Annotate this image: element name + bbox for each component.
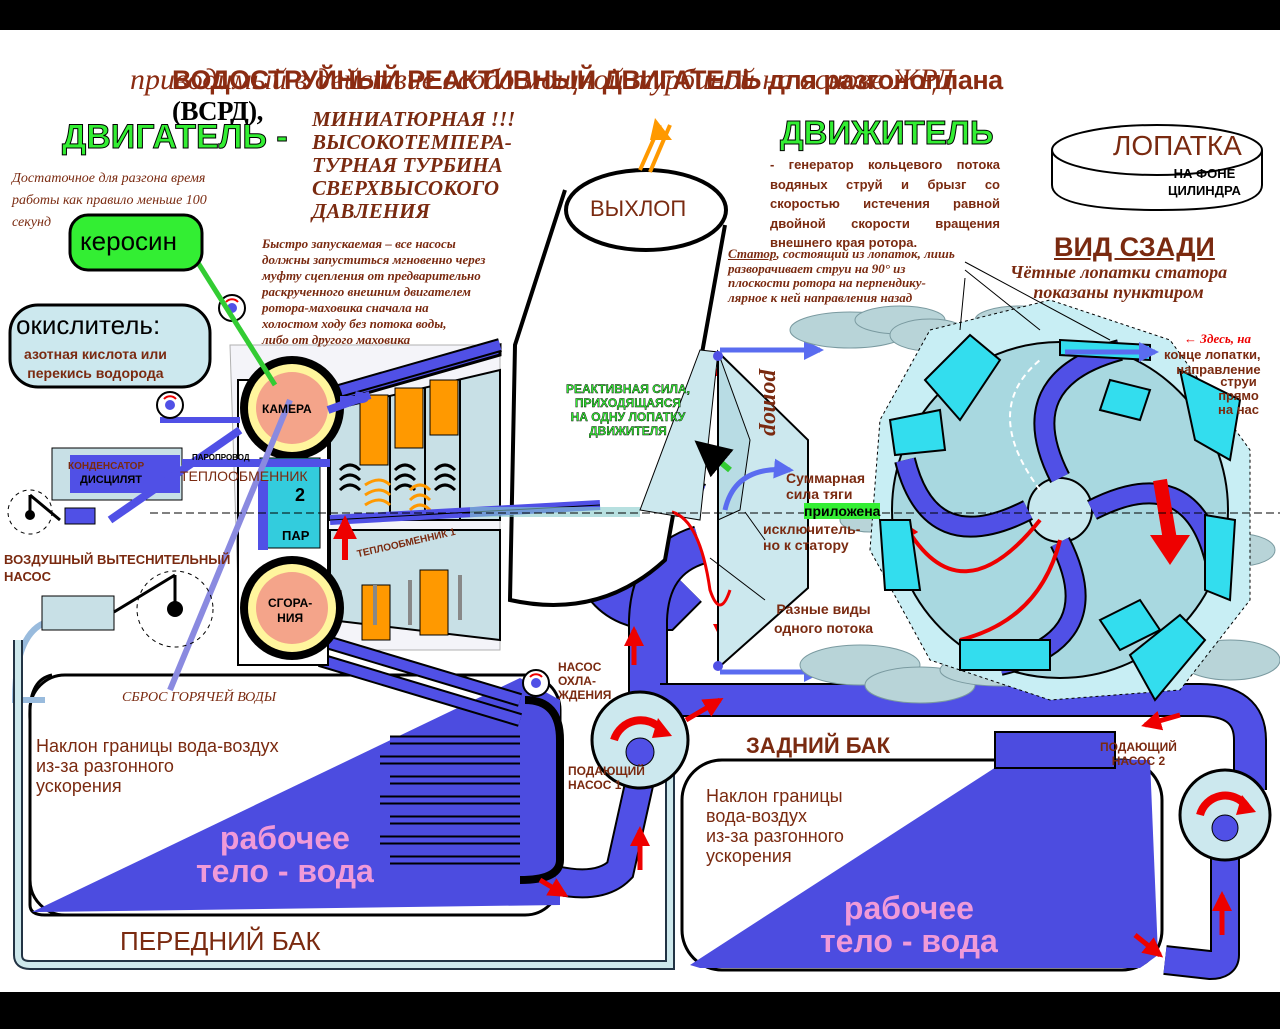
distillate-label: ДИСЦИЛЯТ xyxy=(80,474,142,486)
front-tank-label: ПЕРЕДНИЙ БАК xyxy=(120,926,321,956)
feed-pump-1-label: ПОДАЮЩИЙ НАСОС 1 xyxy=(568,764,645,792)
rear-tank-label: ЗАДНИЙ БАК xyxy=(746,733,891,758)
reactive-force-label: РЕАКТИВНАЯ СИЛА, ПРИХОДЯЩАЯСЯ НА ОДНУ ЛО… xyxy=(566,382,690,438)
total-thrust-c: исключитель- но к статору xyxy=(763,521,861,553)
pump-small-1 xyxy=(218,294,246,322)
rear-tank-water xyxy=(690,758,1158,968)
blade-sub: НА ФОНЕ ЦИЛИНДРА xyxy=(1168,166,1241,198)
feed-pump-1 xyxy=(590,690,690,790)
title-main: ВОДОСТРУЙНЫЙ РЕАКТИВНЫЙ ДВИГАТЕЛЬ для ра… xyxy=(172,65,1003,95)
heat-exchanger-2 xyxy=(259,457,321,549)
here-note-c: струи прямо на нас xyxy=(1218,374,1260,417)
oxidizer-label: окислитель: xyxy=(16,310,161,340)
engine-subtitle: МИНИАТЮРНАЯ !!! ВЫСОКОТЕМПЕРА- ТУРНАЯ ТУ… xyxy=(312,107,516,223)
rear-view-title: ВИД СЗАДИ xyxy=(1054,232,1215,262)
rear-view-disc xyxy=(869,299,1280,702)
total-thrust-b: приложена xyxy=(804,503,881,519)
stator-word: Статор xyxy=(728,246,777,261)
blade-cylinder xyxy=(1051,124,1263,212)
air-pump-label: ВОЗДУШНЫЙ ВЫТЕСНИТЕЛЬНЫЙ НАСОС xyxy=(4,552,231,584)
steam-label: ПАР xyxy=(282,528,310,543)
heat-exchanger-2-label: ТЕПЛООБМЕННИК xyxy=(180,468,308,484)
stator-note-text: , состоящий из лопаток, лишь разворачива… xyxy=(728,246,955,305)
exhaust-duct xyxy=(564,168,728,252)
num-2-label: 2 xyxy=(295,485,306,505)
feed-pump-2-label: ПОДАЮЩИЙ НАСОС 2 xyxy=(1100,740,1177,768)
turbine-stages xyxy=(329,368,501,642)
flow-types-label: Разные виды одного потока xyxy=(774,601,874,636)
note-start: Быстро запускаемая – все насосы должны з… xyxy=(262,236,486,347)
kerosene-label: керосин xyxy=(80,226,177,256)
slope-note-rear: Наклон границы вода-воздух из-за разгонн… xyxy=(706,786,844,866)
total-thrust-a: Суммарная сила тяги xyxy=(786,470,865,502)
kerosene-tank xyxy=(68,213,204,272)
air-pump xyxy=(41,595,115,631)
working-fluid-rear: рабочее тело - вода xyxy=(820,890,998,959)
cooling-pump-gauge xyxy=(522,669,550,697)
oxidizer-tank xyxy=(8,303,212,389)
chamber-label: КАМЕРА xyxy=(262,402,312,416)
rear-view-note: Чётные лопатки статора показаны пунктиро… xyxy=(1010,262,1228,302)
condenser-label: КОНДЕНСАТОР xyxy=(68,461,145,472)
propulsor-desc: - генератор кольцевого потока водяных ст… xyxy=(770,157,1000,250)
title-line1: ВОДОСТРУЙНЫЙ РЕАКТИВНЫЙ ДВИГАТЕЛЬ для ра… xyxy=(172,34,1003,127)
title-abbr: (ВСРД), xyxy=(172,96,263,126)
exhaust-label: ВЫХЛОП xyxy=(590,196,687,221)
cooling-pump-label: НАСОС ОХЛА- ЖДЕНИЯ xyxy=(558,660,612,702)
propulsor-heading: ДВИЖИТЕЛЬ xyxy=(780,114,995,152)
steam-pipe-label: ПАРОПРОВОД xyxy=(192,453,250,462)
oxidizer-detail: азотная кислота или перекись водорода xyxy=(24,346,167,381)
feed-pump-2 xyxy=(1178,768,1272,862)
rotor-label: ротор xyxy=(758,370,784,437)
working-fluid-front: рабочее тело - вода xyxy=(196,820,374,889)
hot-water-dump-label: СБРОС ГОРЯЧЕЙ ВОДЫ xyxy=(122,690,277,705)
pump-small-2 xyxy=(156,391,184,419)
here-note-b: конце лопатки, направление xyxy=(1164,347,1261,377)
stator-note: Статор, состоящий из лопаток, лишь разво… xyxy=(728,246,955,305)
note-time: Достаточное для разгона время работы как… xyxy=(12,171,207,230)
engine-heading: ДВИГАТЕЛЬ - xyxy=(62,118,289,157)
title-line2: приводимый в действие особо мощной турби… xyxy=(130,63,954,96)
here-note-a: ← Здесь, на xyxy=(1184,331,1252,346)
combustion-label: СГОРА- НИЯ xyxy=(268,596,313,625)
blade-title: ЛОПАТКА xyxy=(1113,130,1242,161)
slope-note-front: Наклон границы вода-воздух из-за разгонн… xyxy=(36,736,279,796)
